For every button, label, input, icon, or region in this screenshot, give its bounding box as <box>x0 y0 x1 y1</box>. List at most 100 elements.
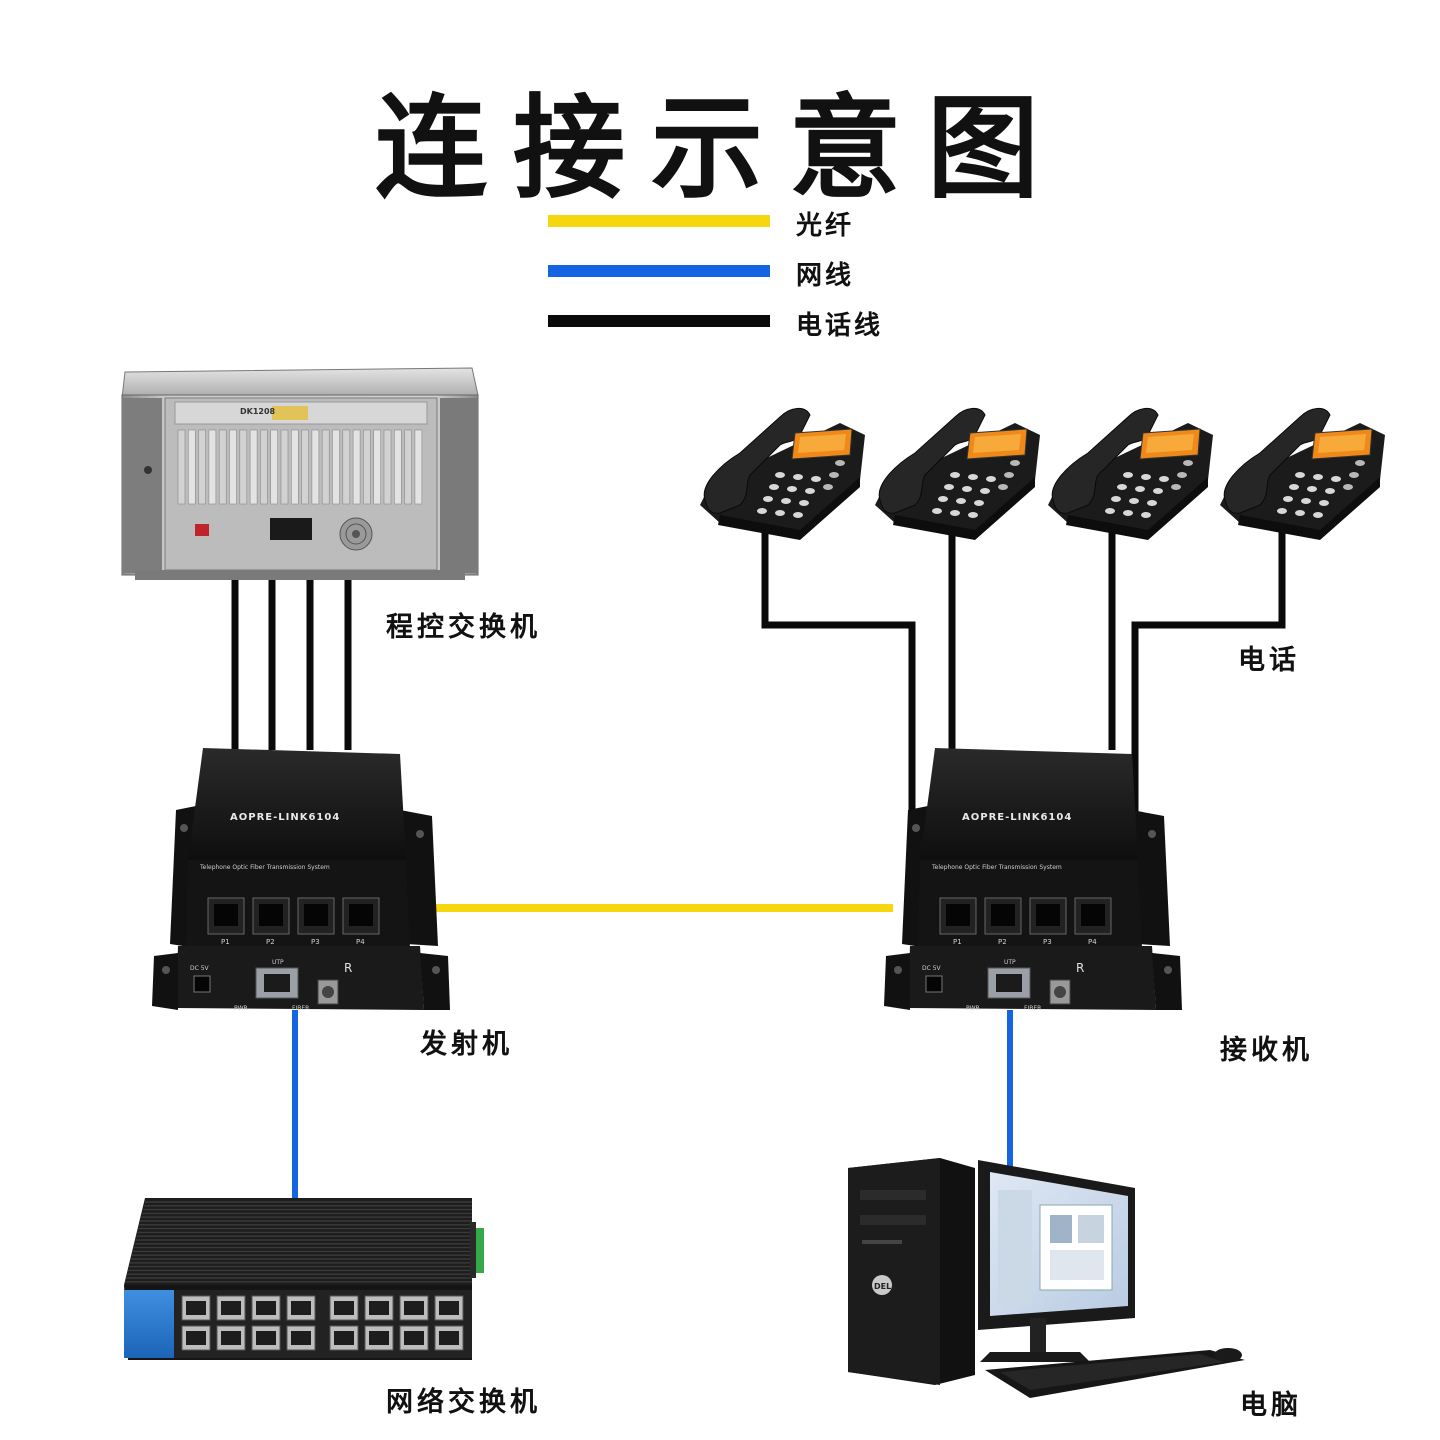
phone-key <box>829 472 839 478</box>
phone-key <box>962 486 972 492</box>
svg-text:DELL: DELL <box>874 1282 896 1291</box>
port-label: P2 <box>266 938 275 946</box>
pbx-card <box>312 430 319 504</box>
pwr-label: PWR <box>234 1005 248 1012</box>
desk-phone <box>1220 408 1385 540</box>
phone-key <box>799 500 809 506</box>
pbx-card <box>333 430 340 504</box>
phone-key <box>757 508 767 514</box>
phone-key <box>1105 508 1115 514</box>
pbx-card <box>394 430 401 504</box>
pbx-card <box>374 430 381 504</box>
desk-phone <box>1048 408 1213 540</box>
pbx-card <box>219 430 226 504</box>
legend-fiber-line <box>548 215 770 227</box>
port-label: P3 <box>1043 938 1052 946</box>
utp-label: UTP <box>272 959 284 966</box>
port-label: P4 <box>356 938 365 946</box>
legend-network-label: 网线 <box>796 255 854 292</box>
pbx-label: 程控交换机 <box>386 605 541 644</box>
fiber-label: FIBER <box>1024 1005 1041 1012</box>
phone-key <box>1141 512 1151 518</box>
pbx-card <box>302 430 309 504</box>
phone-key <box>974 500 984 506</box>
pbx-card <box>343 430 350 504</box>
computer-label: 电脑 <box>1240 1383 1302 1422</box>
phone-key <box>811 476 821 482</box>
dc-label: DC 5V <box>190 965 210 972</box>
unit-top <box>188 748 406 860</box>
desk-phone <box>875 408 1040 540</box>
phone-key <box>769 484 779 490</box>
legend-phone-line <box>548 315 770 327</box>
phone-key <box>835 460 845 466</box>
pbx-card <box>363 430 370 504</box>
unit-lower <box>908 946 1156 1010</box>
port-label: P2 <box>998 938 1007 946</box>
unit-lower <box>176 946 424 1010</box>
page-title: 连接示意图 <box>0 58 1440 220</box>
phone-key <box>980 488 990 494</box>
phone-key <box>1319 500 1329 506</box>
pwr-label: PWR <box>966 1005 980 1012</box>
network-switch <box>124 1198 484 1360</box>
phone-key <box>1117 484 1127 490</box>
phone-key <box>1004 472 1014 478</box>
phone-key <box>1313 512 1323 518</box>
dc-label: DC 5V <box>922 965 942 972</box>
phone-key <box>1307 486 1317 492</box>
r-label: R <box>344 961 352 975</box>
phone-key <box>1123 472 1133 478</box>
legend-network-line <box>548 265 770 277</box>
phone-key <box>968 474 978 480</box>
dc-jack <box>926 976 942 992</box>
phone-key <box>1313 474 1323 480</box>
receiver-label: 接收机 <box>1220 1028 1313 1067</box>
pbx-card <box>281 430 288 504</box>
phone-key <box>1343 484 1353 490</box>
transmitter-label: 发射机 <box>420 1022 513 1061</box>
phone-key <box>968 512 978 518</box>
unit-model: AOPRE-LINK6104 <box>962 812 1072 823</box>
phone-key <box>1277 508 1287 514</box>
phone-key <box>998 484 1008 490</box>
unit-subtitle: Telephone Optic Fiber Transmission Syste… <box>199 864 330 871</box>
fiber-label: FIBER <box>292 1005 309 1012</box>
pbx-card <box>240 430 247 504</box>
pbx-card <box>188 430 195 504</box>
phone-key <box>793 474 803 480</box>
pbx-model: DK1208 <box>240 407 276 416</box>
phone-key <box>1301 498 1311 504</box>
pbx-card <box>322 430 329 504</box>
phone-key <box>986 476 996 482</box>
phone-key <box>1289 484 1299 490</box>
phone-key <box>1295 510 1305 516</box>
phone-key <box>781 498 791 504</box>
phone-key <box>956 498 966 504</box>
pbx-card <box>291 430 298 504</box>
phone-key <box>775 510 785 516</box>
desk-phone <box>700 408 865 540</box>
unit-subtitle: Telephone Optic Fiber Transmission Syste… <box>931 864 1062 871</box>
pbx-card <box>415 430 422 504</box>
phone-key <box>1141 474 1151 480</box>
dc-jack <box>194 976 210 992</box>
phone-key <box>1129 498 1139 504</box>
pbx-card <box>178 430 185 504</box>
utp-label: UTP <box>1004 959 1016 966</box>
phone-key <box>1355 460 1365 466</box>
phone-key <box>1123 510 1133 516</box>
phone-key <box>1135 486 1145 492</box>
phone-key <box>1177 472 1187 478</box>
pbx-phone-lines <box>235 578 348 750</box>
phone-key <box>1325 488 1335 494</box>
phone-key <box>787 486 797 492</box>
r-label: R <box>1076 961 1084 975</box>
phones-label: 电话 <box>1238 638 1300 677</box>
pbx-card <box>250 430 257 504</box>
computer: DELL <box>848 1158 1245 1398</box>
phone-key <box>1159 476 1169 482</box>
pbx-card <box>353 430 360 504</box>
pbx-card <box>271 430 278 504</box>
